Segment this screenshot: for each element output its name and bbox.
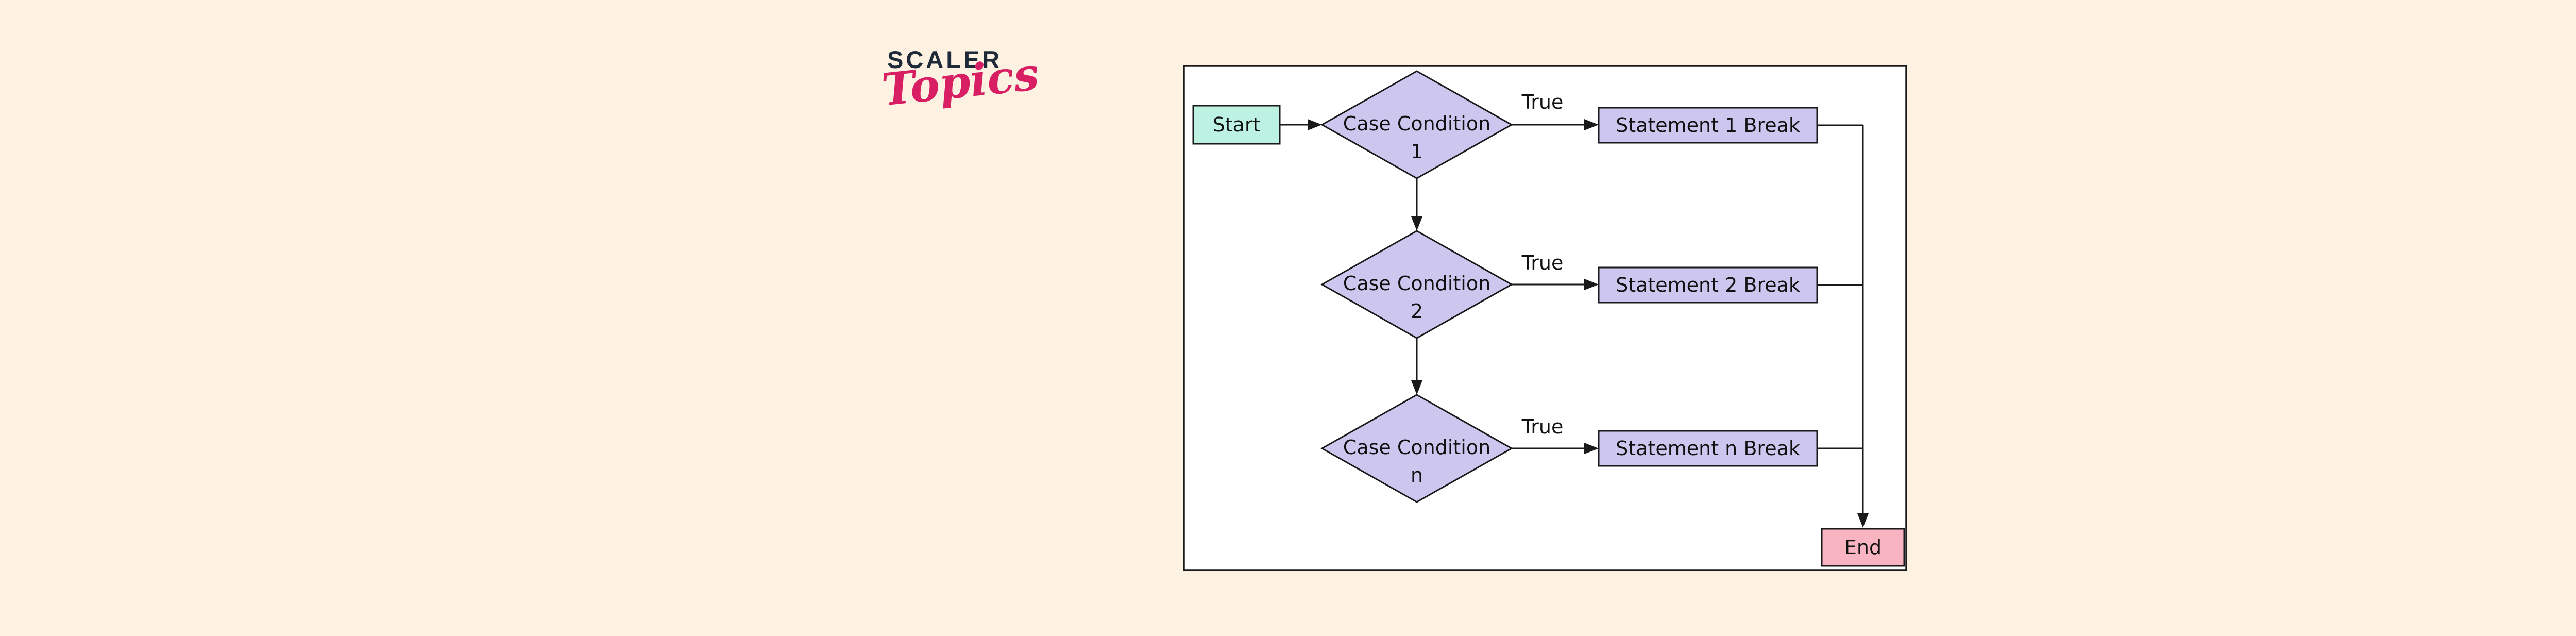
decision1-node (1320, 70, 1514, 179)
logo-brand-text: SCALER (887, 46, 1003, 73)
arrowhead-start-to-decision1 (1308, 119, 1322, 130)
arrowhead-decision1-to-statement1 (1584, 119, 1599, 130)
end-node (1821, 528, 1905, 567)
decision3-label-line2: n (1411, 464, 1423, 487)
statement1-label: Statement 1 Break (1616, 114, 1800, 137)
start-node (1192, 105, 1281, 145)
statement2-node (1598, 266, 1818, 304)
decision2-label-line2: 2 (1411, 300, 1423, 323)
end-node-label: End (1844, 536, 1882, 559)
arrowhead-decision2-to-decision3 (1411, 380, 1422, 395)
switch-case-flowchart: Start Case Condition 1 Case Condition 2 … (1183, 65, 1907, 571)
arrowhead-decision2-to-statement2 (1584, 279, 1599, 290)
decision2-label-line1: Case Condition (1343, 272, 1490, 295)
arrowhead-decision3-to-statementN (1584, 443, 1599, 454)
decision1-label-line1: Case Condition (1343, 112, 1490, 135)
flowchart-frame (1183, 65, 1907, 571)
decision3-node (1320, 394, 1514, 503)
true-label-1: True (1521, 91, 1564, 113)
decision1-label-line2: 1 (1411, 140, 1423, 163)
start-node-label: Start (1213, 113, 1261, 136)
true-label-3: True (1521, 415, 1564, 438)
decision3-label-line1: Case Condition (1343, 436, 1490, 459)
scaler-topics-logo: SCALER Topics (879, 46, 1042, 116)
arrowhead-decision1-to-decision2 (1411, 216, 1422, 231)
statementN-node (1598, 430, 1818, 467)
decision2-node (1320, 230, 1514, 339)
arrowhead-bus-to-end (1857, 513, 1869, 528)
statementN-label: Statement n Break (1616, 437, 1800, 460)
true-label-2: True (1521, 252, 1564, 274)
statement2-label: Statement 2 Break (1616, 274, 1800, 296)
statement1-node (1598, 107, 1818, 144)
